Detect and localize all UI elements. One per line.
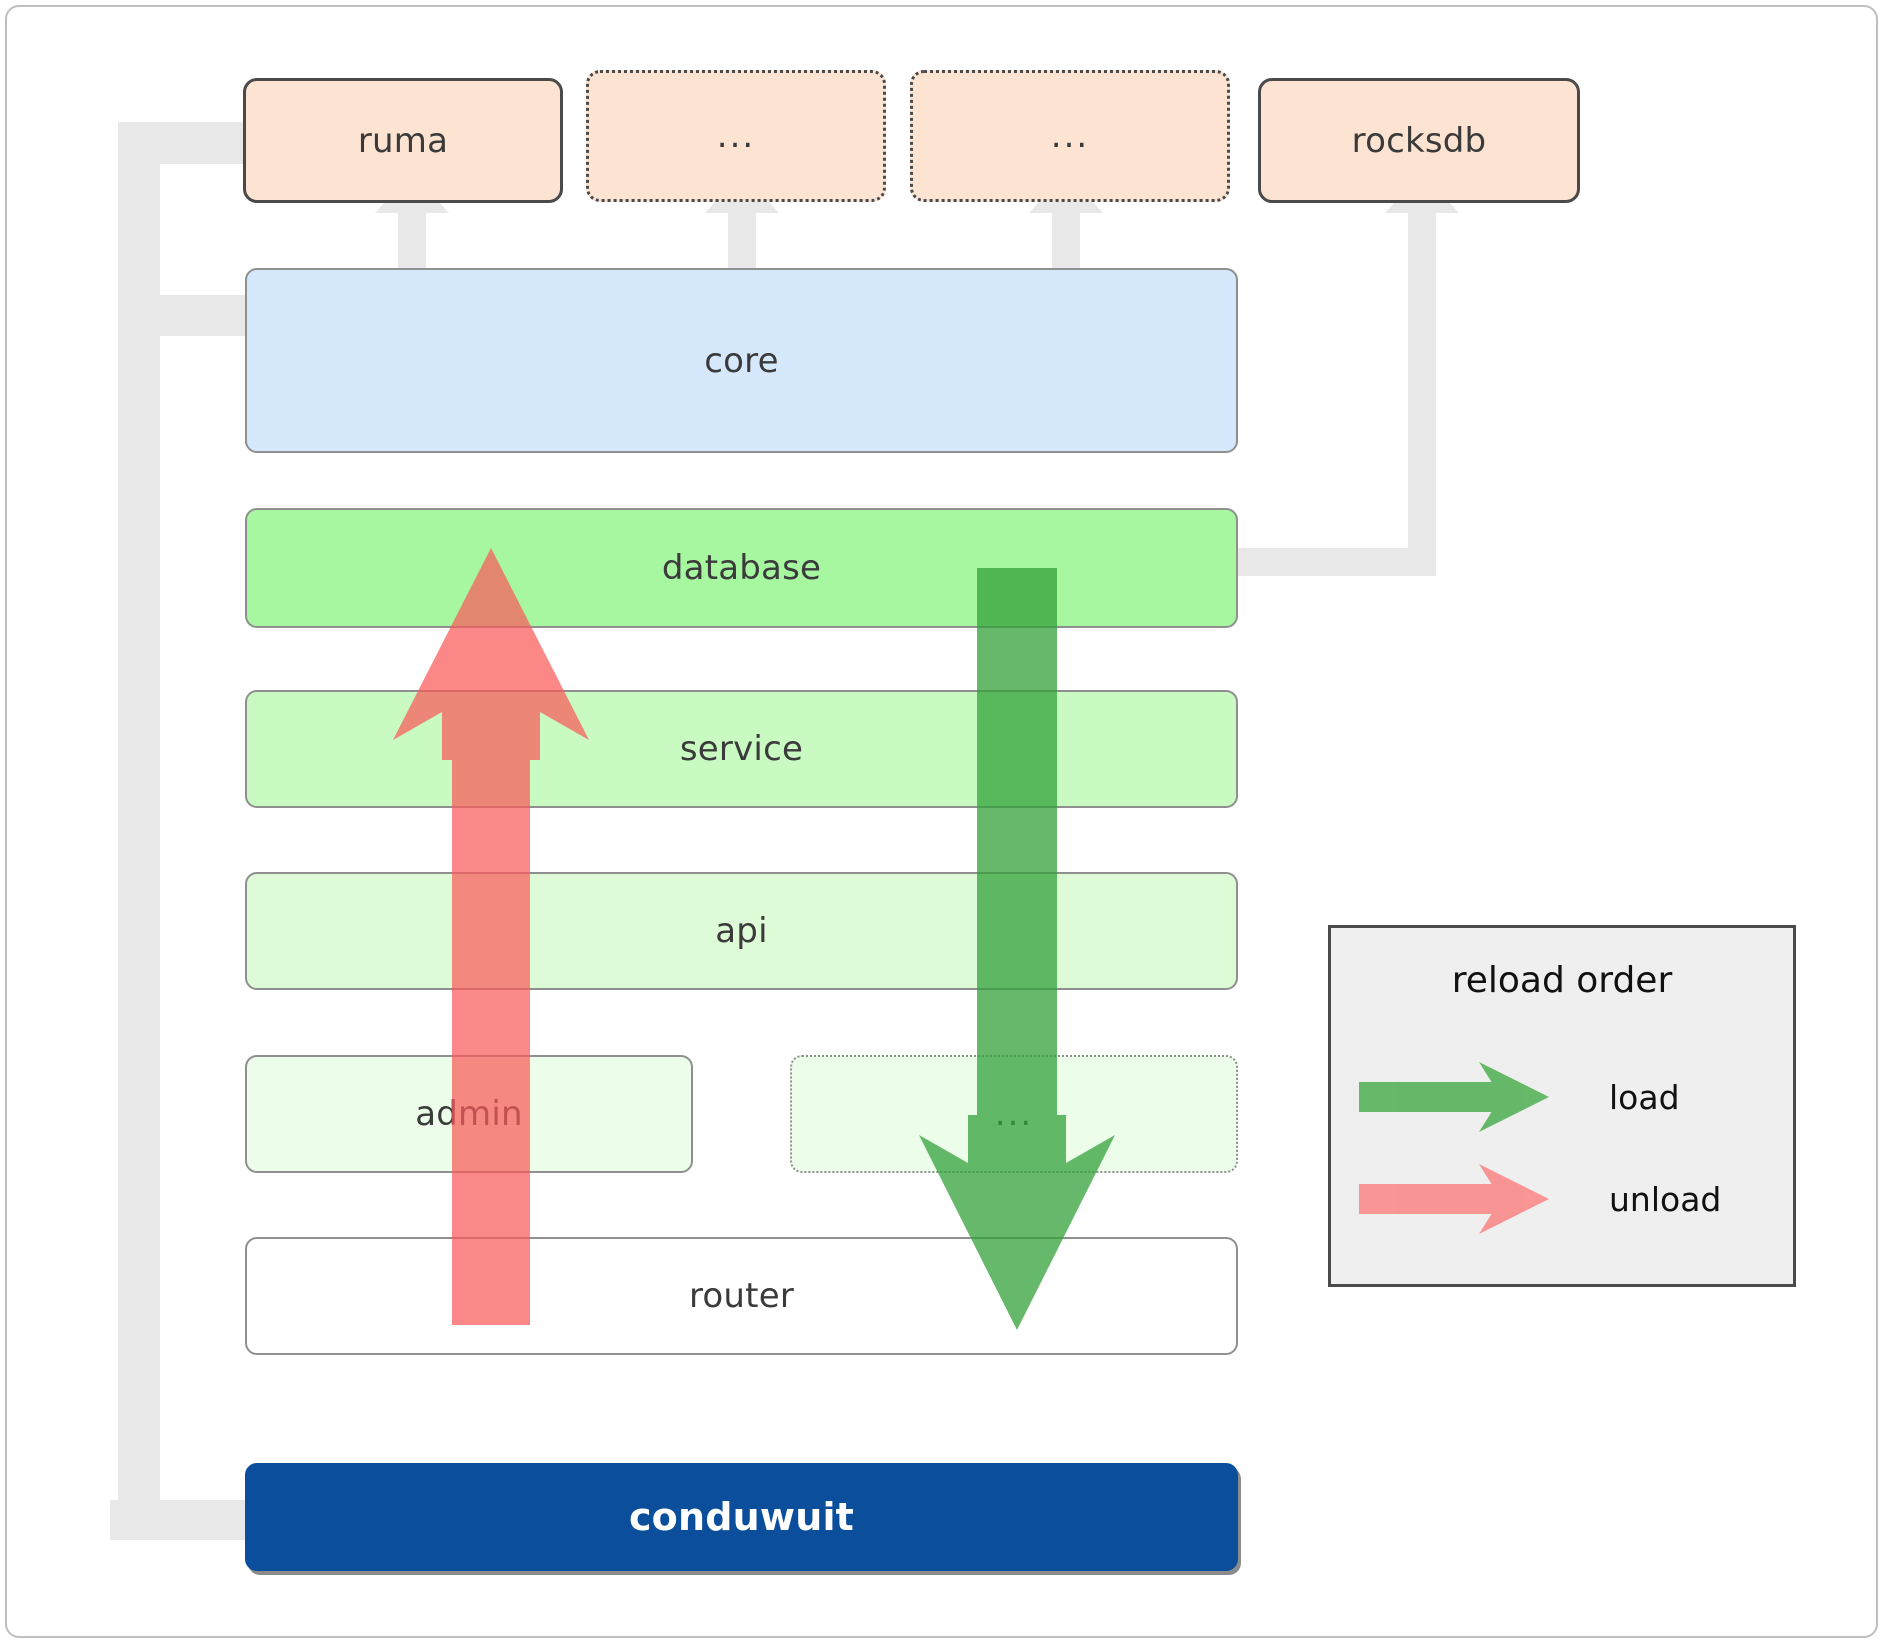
layer-node-admin[interactable]: admin	[245, 1055, 693, 1173]
layer-node-api[interactable]: api	[245, 872, 1238, 990]
layer-label: router	[688, 1276, 794, 1316]
legend-swatch-load	[1359, 1062, 1549, 1132]
legend-panel: reload order load unload	[1328, 925, 1796, 1287]
legend-label-load: load	[1609, 1078, 1680, 1117]
layer-label: service	[679, 729, 804, 769]
dependency-label: ruma	[357, 120, 449, 161]
core-label: core	[704, 340, 779, 381]
layer-node-service[interactable]: service	[245, 690, 1238, 808]
legend-label-unload: unload	[1609, 1180, 1722, 1219]
dependency-label: ...	[1050, 116, 1090, 156]
dependency-label: ...	[716, 116, 756, 156]
layer-label: ...	[994, 1094, 1034, 1134]
dependency-node-rocksdb[interactable]: rocksdb	[1258, 78, 1580, 203]
layer-node-router[interactable]: router	[245, 1237, 1238, 1355]
app-node-conduwuit[interactable]: conduwuit	[245, 1463, 1238, 1571]
diagram-frame	[5, 5, 1878, 1638]
layer-node-ellipsis[interactable]: ...	[790, 1055, 1238, 1173]
dependency-node-ellipsis-2[interactable]: ...	[910, 70, 1230, 202]
layer-label: api	[715, 911, 768, 951]
layer-label: admin	[415, 1094, 523, 1134]
layer-node-database[interactable]: database	[245, 508, 1238, 628]
core-node[interactable]: core	[245, 268, 1238, 453]
legend-title: reload order	[1451, 960, 1673, 1001]
dependency-node-ruma[interactable]: ruma	[243, 78, 563, 203]
legend-swatch-unload	[1359, 1164, 1549, 1234]
app-label: conduwuit	[628, 1495, 855, 1539]
dependency-label: rocksdb	[1351, 120, 1487, 161]
dependency-node-ellipsis-1[interactable]: ...	[586, 70, 886, 202]
layer-label: database	[661, 548, 822, 588]
